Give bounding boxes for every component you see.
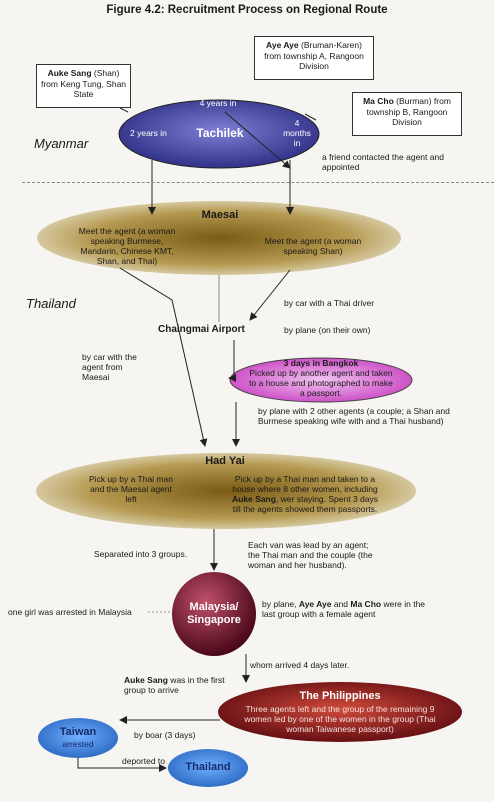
region-divider	[22, 182, 494, 183]
note-car-thai-driver: by car with a Thai driver	[284, 298, 375, 308]
thailand-label: Thailand	[185, 761, 231, 773]
note-plane-agents: by plane with 2 other agents (a couple; …	[258, 406, 450, 426]
hadyai-node	[36, 453, 416, 529]
thailand-node	[168, 749, 248, 787]
maesai-node	[37, 201, 401, 275]
note-friend: a friend contacted the agent and appoint…	[322, 152, 444, 172]
note-plane-b: were in the last group with a female age…	[262, 599, 426, 619]
arrow-maesai-chiangmai	[249, 269, 291, 321]
aye-aye-name: Aye Aye	[266, 40, 299, 50]
chiangmai-label: Chaingmai Airport	[158, 324, 245, 335]
taiwan-arrested: arrested	[62, 739, 94, 749]
hadyai-right-name: Auke Sang	[232, 494, 276, 504]
note-plane-name2: Ma Cho	[350, 599, 382, 609]
tachilek-right-duration: 4 months in	[283, 118, 311, 148]
philippines-text: Three agents left and the group of the r…	[244, 704, 436, 734]
malaysia-label: Malaysia/ Singapore	[187, 601, 241, 626]
aye-aye-detail: (Bruman-Karen) from township A, Rangoon …	[264, 40, 364, 71]
auke-sang-name: Auke Sang	[47, 68, 92, 78]
ma-cho-box: Ma Cho (Burman) from township B, Rangoon…	[352, 92, 462, 136]
philippines-node	[218, 682, 462, 742]
aye-aye-box: Aye Aye (Bruman-Karen) from township A, …	[254, 36, 374, 80]
note-first-name: Auke Sang	[124, 675, 168, 685]
ma-cho-detail: (Burman) from township B, Rangoon Divisi…	[366, 96, 451, 127]
note-plane-a: by plane,	[262, 599, 299, 609]
bangkok-label: 3 days in Bangkok	[283, 358, 359, 368]
hadyai-label: Had Yai	[205, 455, 245, 467]
note-arrived: whom arrived 4 days later.	[250, 660, 350, 670]
bangkok-text: Picked up by another agent and taken to …	[249, 368, 393, 398]
auke-sang-box: Auke Sang (Shan) from Keng Tung, Shan St…	[36, 64, 131, 108]
figure-title: Figure 4.2: Recruitment Process on Regio…	[106, 4, 388, 16]
tachilek-label: Tachilek	[196, 126, 244, 140]
note-deported: deported to	[122, 756, 166, 766]
note-plane-own: by plane (on their own)	[284, 325, 371, 335]
taiwan-label: Taiwan	[59, 726, 97, 738]
note-each-van: Each van was lead by an agent; the Thai …	[248, 540, 373, 570]
hadyai-right-text: Pick up by a Thai man and taken to a hou…	[230, 474, 380, 514]
arrow-tach-maesai-cross	[224, 111, 291, 169]
region-thailand: Thailand	[26, 296, 76, 311]
maesai-right-text: Meet the agent (a woman speaking Shan)	[264, 236, 362, 256]
note-car-agent: by car with the agent from Maesai	[82, 352, 137, 382]
note-plane-last-group: by plane, Aye Aye and Ma Cho were in the…	[262, 599, 432, 619]
ma-cho-name: Ma Cho	[363, 96, 394, 106]
maesai-label: Maesai	[201, 209, 239, 221]
auke-sang-detail: (Shan) from Keng Tung, Shan State	[40, 68, 127, 99]
note-boat: by boar (3 days)	[134, 730, 196, 740]
hadyai-right-text-b: , wer staying. Spent 3 days till the age…	[232, 494, 378, 514]
note-first-text: was in the first group to arrive	[124, 675, 225, 695]
tachilek-node	[118, 99, 320, 169]
arrow-maesai-hadyai	[119, 267, 208, 447]
note-separated: Separated into 3 groups.	[94, 549, 188, 559]
note-first-group: Auke Sang was in the first group to arri…	[124, 675, 228, 695]
maesai-left-text: Meet the agent (a woman speaking Burmese…	[78, 226, 176, 266]
note-plane-name1: Aye Aye	[298, 599, 332, 609]
tachilek-left-duration: 2 years in	[130, 128, 167, 138]
malaysia-node	[172, 572, 256, 656]
note-plane-and: and	[331, 599, 351, 609]
note-arrested: one girl was arrested in Malaysia	[8, 607, 132, 617]
philippines-label: The Philippines	[299, 690, 381, 702]
hadyai-right-text-a: Pick up by a Thai man and taken to a hou…	[232, 474, 378, 494]
arrow-taiwan-thailand	[77, 758, 167, 772]
region-myanmar: Myanmar	[34, 136, 89, 151]
tachilek-top-duration: 4 years in	[199, 98, 237, 108]
hadyai-left-text: Pick up by a Thai man and the Maesai age…	[89, 474, 173, 504]
taiwan-node	[38, 718, 118, 758]
